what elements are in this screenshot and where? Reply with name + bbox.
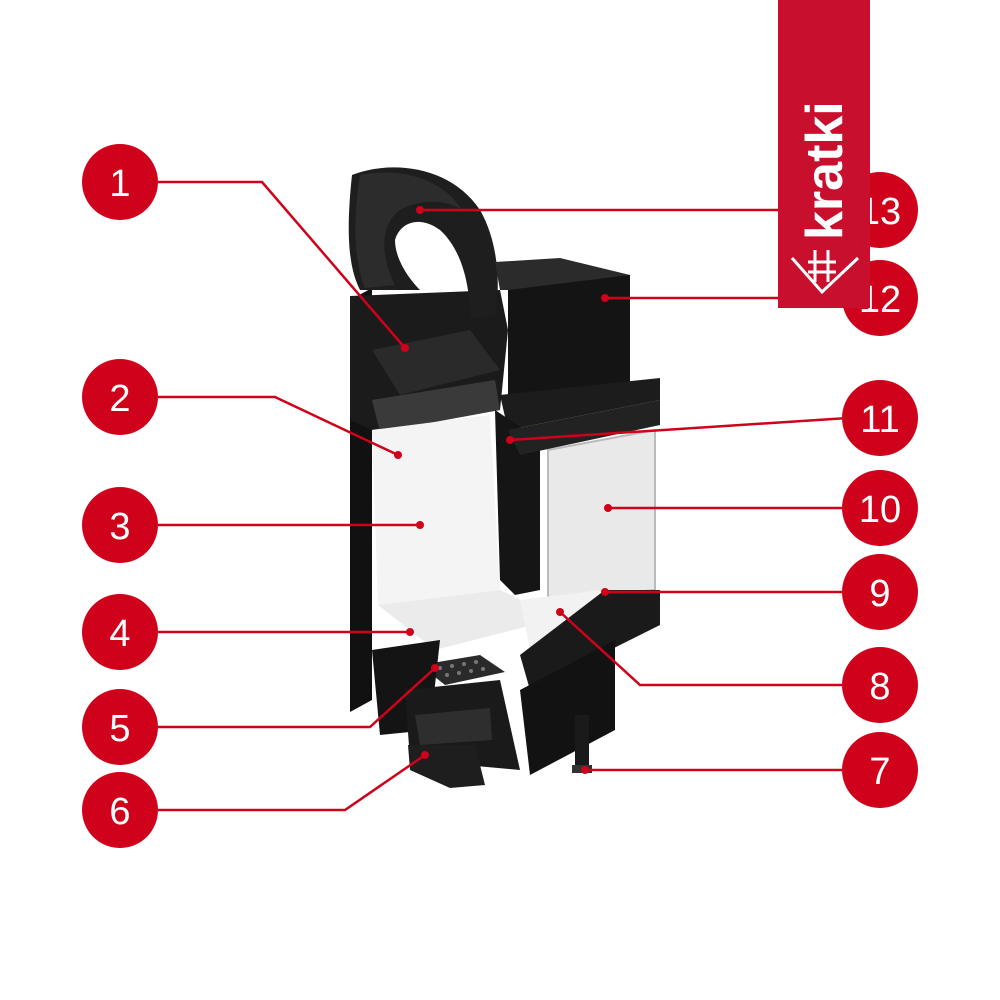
refractory-floor bbox=[378, 590, 560, 650]
callout-9: 9 bbox=[842, 554, 918, 630]
brand-banner: kratki bbox=[778, 0, 870, 308]
leader-line-6 bbox=[155, 753, 426, 812]
callout-badge bbox=[82, 487, 158, 563]
leader-dots bbox=[394, 206, 612, 774]
grate bbox=[420, 655, 505, 685]
callout-badge bbox=[842, 554, 918, 630]
glass-pane bbox=[547, 428, 656, 602]
callout-1: 1 bbox=[82, 144, 158, 220]
callout-number: 10 bbox=[859, 489, 901, 531]
callout-8: 8 bbox=[842, 647, 918, 723]
callout-6: 6 bbox=[82, 772, 158, 848]
callout-number: 5 bbox=[109, 708, 130, 750]
brand-name: kratki bbox=[796, 101, 854, 240]
callout-5: 5 bbox=[82, 689, 158, 765]
refractory-back-panel bbox=[372, 415, 500, 605]
grate-holes bbox=[438, 660, 485, 677]
flue-outlet-inner bbox=[355, 172, 462, 288]
convection-casing bbox=[508, 275, 630, 420]
leg-right bbox=[575, 715, 589, 770]
deflector bbox=[372, 380, 500, 432]
callout-7: 7 bbox=[842, 732, 918, 808]
leader-line-8 bbox=[559, 611, 848, 687]
brand-banner-bg bbox=[778, 0, 870, 308]
callout-number: 4 bbox=[109, 613, 130, 655]
callout-number: 6 bbox=[109, 791, 130, 833]
callout-number: 1 bbox=[109, 163, 130, 205]
callout-badge bbox=[842, 380, 918, 456]
callout-2: 2 bbox=[82, 359, 158, 435]
base-right bbox=[520, 640, 615, 775]
brand-logo-icon bbox=[790, 250, 860, 295]
top-rim bbox=[500, 378, 660, 430]
callout-number: 11 bbox=[860, 399, 899, 441]
callout-badge bbox=[842, 647, 918, 723]
leader-line-1 bbox=[155, 180, 406, 349]
callout-4: 4 bbox=[82, 594, 158, 670]
callout-badge bbox=[82, 689, 158, 765]
callout-number: 9 bbox=[869, 573, 890, 615]
fireplace-illustration bbox=[348, 167, 660, 788]
leader-line-11 bbox=[509, 416, 849, 442]
callout-number: 8 bbox=[869, 666, 890, 708]
callout-badge bbox=[842, 470, 918, 546]
leader-line-5 bbox=[155, 667, 436, 729]
callout-badge bbox=[82, 144, 158, 220]
callout-number: 2 bbox=[109, 378, 130, 420]
callout-number: 3 bbox=[109, 506, 130, 548]
callout-11: 11 bbox=[842, 380, 918, 456]
corner-post bbox=[495, 410, 540, 595]
door-frame-top bbox=[508, 400, 660, 455]
ash-pan bbox=[415, 708, 492, 745]
leader-line-2 bbox=[155, 395, 399, 457]
callout-badge bbox=[82, 772, 158, 848]
callout-3: 3 bbox=[82, 487, 158, 563]
callout-10: 10 bbox=[842, 470, 918, 546]
air-inlet bbox=[408, 745, 485, 788]
callout-badge bbox=[82, 594, 158, 670]
callout-badge bbox=[82, 359, 158, 435]
callout-number: 7 bbox=[869, 751, 890, 793]
leader-lines bbox=[155, 180, 849, 812]
callout-badge bbox=[842, 732, 918, 808]
